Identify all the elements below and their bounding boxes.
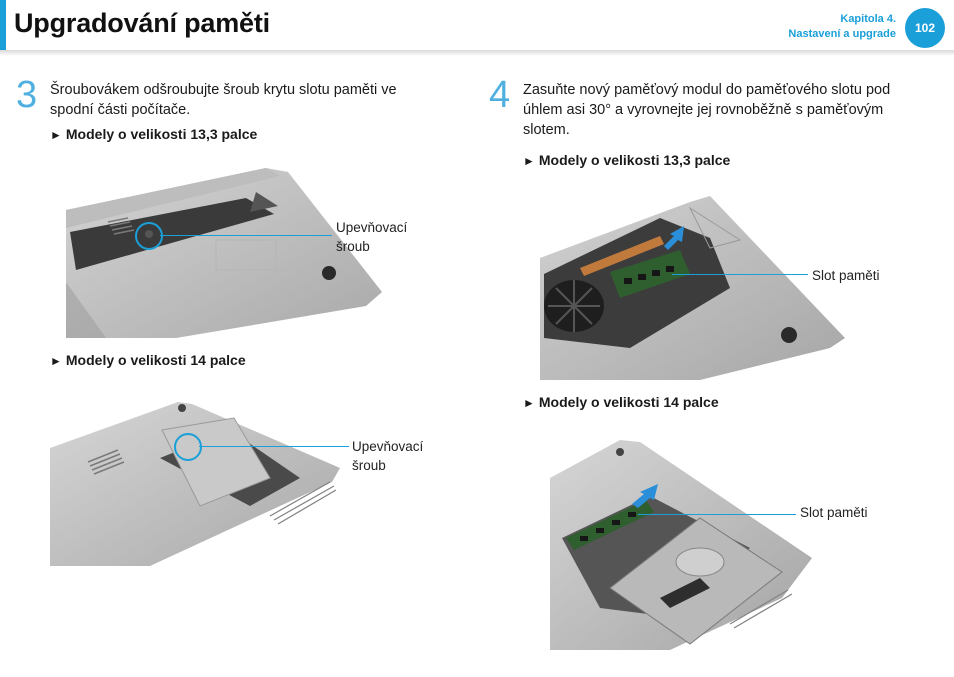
memory-slot-callout-13: Slot paměti <box>812 268 880 283</box>
step-4-subheading-14-label: Modely o velikosti 14 palce <box>538 394 719 410</box>
screw-callout-14-line-2: šroub <box>352 458 386 473</box>
step-4-instructions: Zasuňte nový paměťový modul do paměťovéh… <box>523 80 890 140</box>
arrow-marker-icon: ► <box>50 128 62 142</box>
laptop-memory-14-image <box>550 440 812 650</box>
slot-leader-line <box>638 514 796 515</box>
chapter-subtitle: Nastavení a upgrade <box>788 28 896 40</box>
header-divider <box>0 50 954 56</box>
screw-callout-13-line-1: Upevňovací <box>336 220 408 235</box>
slot-leader-line <box>672 274 808 275</box>
step-3-line-2: spodní části počítače. <box>50 102 191 118</box>
screw-callout-13: Upevňovací šroub <box>336 218 407 256</box>
step-4-line-2: úhlem asi 30° a vyrovnejte jej rovnoběžn… <box>523 102 884 118</box>
laptop-bottom-13-image <box>66 168 382 338</box>
screw-highlight-circle <box>174 433 202 461</box>
step-4-number: 4 <box>489 74 511 116</box>
laptop-bottom-14-image <box>50 402 340 566</box>
step-3-subheading-13-label: Modely o velikosti 13,3 palce <box>65 126 258 142</box>
page-title: Upgradování paměti <box>14 8 270 38</box>
screw-callout-13-line-2: šroub <box>336 239 370 254</box>
step-4-subheading-13: ►Modely o velikosti 13,3 palce <box>523 152 730 168</box>
header-accent-bar <box>0 0 6 50</box>
step-3-instructions: Šroubovákem odšroubujte šroub krytu slot… <box>50 80 397 120</box>
step-3-subheading-14-label: Modely o velikosti 14 palce <box>65 352 246 368</box>
laptop-memory-13-image <box>540 196 845 380</box>
screw-leader-line <box>199 446 349 447</box>
arrow-marker-icon: ► <box>523 396 535 410</box>
step-3-line-1: Šroubovákem odšroubujte šroub krytu slot… <box>50 82 397 98</box>
step-4-subheading-13-label: Modely o velikosti 13,3 palce <box>538 152 731 168</box>
chapter-label: Kapitola 4. Nastavení a upgrade <box>788 12 896 42</box>
arrow-marker-icon: ► <box>523 154 535 168</box>
step-3-subheading-14: ►Modely o velikosti 14 palce <box>50 352 246 368</box>
step-4-line-1: Zasuňte nový paměťový modul do paměťovéh… <box>523 82 891 98</box>
chapter-number: Kapitola 4. <box>840 13 896 25</box>
step-3-subheading-13: ►Modely o velikosti 13,3 palce <box>50 126 257 142</box>
memory-slot-callout-14: Slot paměti <box>800 505 868 520</box>
screw-highlight-circle <box>135 222 163 250</box>
step-4-line-3: slotem. <box>523 122 570 138</box>
step-4-subheading-14: ►Modely o velikosti 14 palce <box>523 394 719 410</box>
step-3-number: 3 <box>16 74 38 116</box>
arrow-marker-icon: ► <box>50 354 62 368</box>
screw-callout-14-line-1: Upevňovací <box>352 439 424 454</box>
page-number-badge: 102 <box>905 8 945 48</box>
screw-callout-14: Upevňovací šroub <box>352 437 423 475</box>
screw-leader-line <box>160 235 332 236</box>
